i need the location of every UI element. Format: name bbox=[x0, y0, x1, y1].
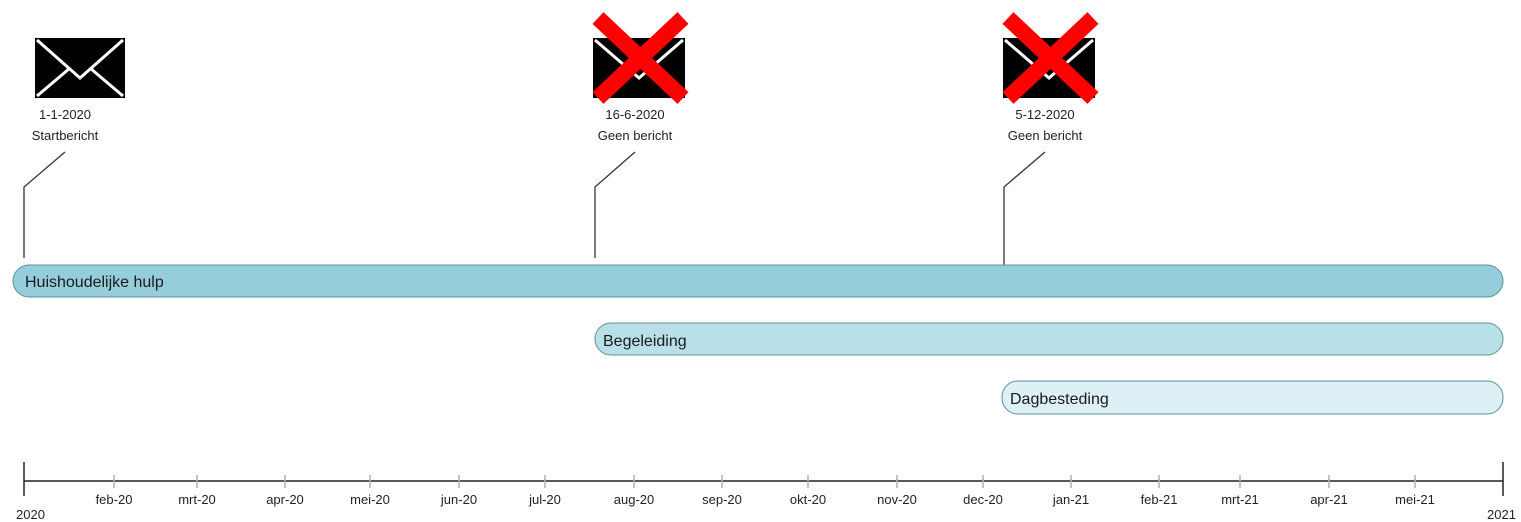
event-no-message-1: 16-6-2020 Geen bericht bbox=[592, 12, 689, 258]
month-tick-label: feb-20 bbox=[96, 492, 133, 507]
month-tick-label: mei-20 bbox=[350, 492, 390, 507]
cross-icon bbox=[592, 12, 689, 104]
event-label: Startbericht bbox=[32, 128, 99, 143]
bar-label: Huishoudelijke hulp bbox=[25, 274, 164, 291]
event-no-message-2: 5-12-2020 Geen bericht bbox=[1002, 12, 1099, 265]
event-date: 16-6-2020 bbox=[605, 107, 664, 122]
month-tick-label: aug-20 bbox=[614, 492, 654, 507]
time-axis: 2020 2021 feb-20 mrt-20 apr-20 mei-20 jun-20… bbox=[16, 462, 1516, 522]
month-tick-label: jun-20 bbox=[440, 492, 477, 507]
event-connector bbox=[594, 151, 636, 258]
event-label: Geen bericht bbox=[598, 128, 673, 143]
event-date: 5-12-2020 bbox=[1015, 107, 1074, 122]
event-start: 1-1-2020 Startbericht bbox=[23, 38, 125, 258]
cross-icon bbox=[1002, 12, 1099, 104]
month-tick-label: dec-20 bbox=[963, 492, 1003, 507]
bar-begeleiding: Begeleiding bbox=[594, 322, 1504, 356]
month-tick-label: apr-20 bbox=[266, 492, 304, 507]
month-tick-label: jan-21 bbox=[1052, 492, 1089, 507]
bar-dagbesteding: Dagbesteding bbox=[1001, 380, 1504, 415]
bar-label: Dagbesteding bbox=[1010, 391, 1109, 408]
month-tick-label: okt-20 bbox=[790, 492, 826, 507]
axis-start-label: 2020 bbox=[16, 507, 45, 522]
month-tick-label: sep-20 bbox=[702, 492, 742, 507]
month-tick-label: jul-20 bbox=[528, 492, 561, 507]
month-tick-label: mrt-21 bbox=[1221, 492, 1259, 507]
envelope-icon bbox=[35, 38, 125, 98]
month-tick-label: mei-21 bbox=[1395, 492, 1435, 507]
event-connector bbox=[1003, 151, 1046, 265]
axis-end-label: 2021 bbox=[1487, 507, 1516, 522]
event-label: Geen bericht bbox=[1008, 128, 1083, 143]
month-tick-label: feb-21 bbox=[1141, 492, 1178, 507]
month-ticks: feb-20 mrt-20 apr-20 mei-20 jun-20 jul-20 aug-… bbox=[96, 475, 1435, 507]
bar-label: Begeleiding bbox=[603, 333, 687, 350]
month-tick-label: mrt-20 bbox=[178, 492, 216, 507]
event-date: 1-1-2020 bbox=[39, 107, 91, 122]
month-tick-label: nov-20 bbox=[877, 492, 917, 507]
month-tick-label: apr-21 bbox=[1310, 492, 1348, 507]
event-connector bbox=[23, 151, 66, 258]
bar-huishoudelijke-hulp: Huishoudelijke hulp bbox=[12, 264, 1504, 298]
